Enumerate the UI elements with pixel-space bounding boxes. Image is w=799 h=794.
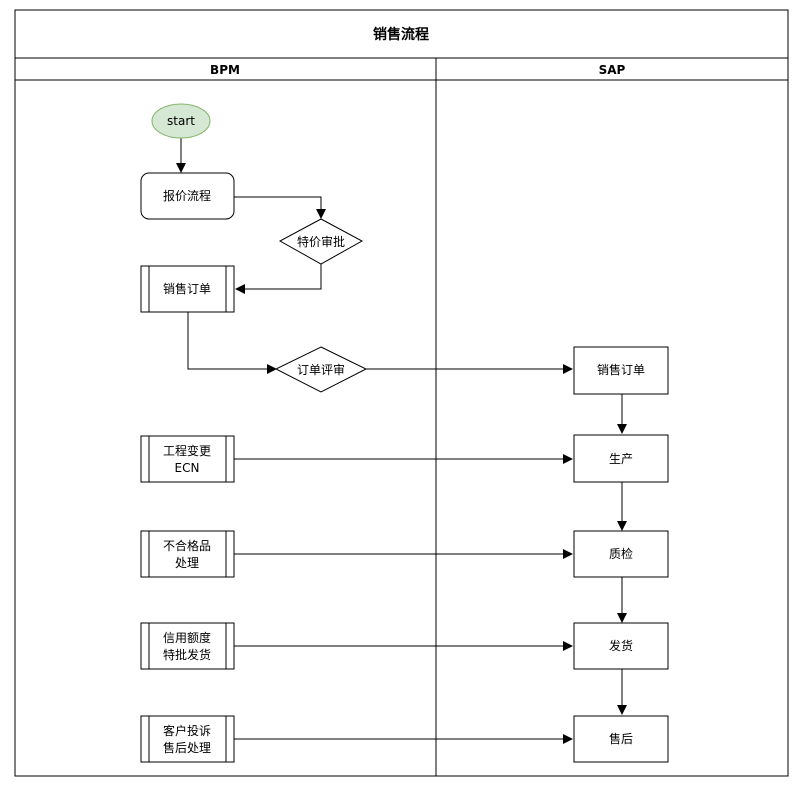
- credit-approval-node: 信用额度 特批发货: [140, 622, 235, 670]
- start-node: start: [151, 103, 211, 139]
- production-label: 生产: [609, 452, 633, 466]
- bpm-sales-order-label: 销售订单: [163, 281, 211, 296]
- lane-label-sap: SAP: [599, 63, 626, 77]
- lane-label-bpm: BPM: [210, 63, 240, 77]
- complaint-label-line1: 客户投诉: [163, 723, 211, 738]
- credit-approval-label-line2: 特批发货: [163, 647, 211, 662]
- special-price-decision: 特价审批: [278, 218, 364, 265]
- edge-sales-order-to-review: [187, 312, 277, 374]
- order-review-label: 订单评审: [297, 362, 345, 377]
- shipping-node: 发货: [573, 622, 669, 670]
- sap-sales-order-node: 销售订单: [573, 346, 669, 395]
- ecn-label-line2: ECN: [175, 461, 200, 475]
- ecn-label-line1: 工程变更: [163, 443, 211, 458]
- sap-sales-order-label: 销售订单: [597, 362, 645, 377]
- diagram-title: 销售流程: [373, 26, 429, 43]
- shipping-label: 发货: [609, 638, 633, 653]
- order-review-decision: 订单评审: [274, 346, 368, 393]
- production-node: 生产: [573, 434, 669, 483]
- quote-process-label: 报价流程: [163, 188, 211, 203]
- complaint-node: 客户投诉 售后处理: [140, 715, 235, 763]
- edge-special-price-to-sales-order: [235, 264, 322, 294]
- nonconforming-node: 不合格品 处理: [140, 530, 235, 578]
- quality-node: 质检: [573, 530, 669, 578]
- complaint-label-line2: 售后处理: [163, 740, 211, 755]
- nonconforming-label-line2: 处理: [175, 556, 199, 570]
- after-sales-label: 售后: [609, 731, 633, 746]
- credit-approval-label-line1: 信用额度: [163, 630, 211, 645]
- quote-process-node: 报价流程: [140, 172, 235, 220]
- special-price-label: 特价审批: [297, 234, 345, 249]
- quality-label: 质检: [609, 546, 633, 561]
- start-label: start: [167, 114, 195, 128]
- bpm-sales-order-node: 销售订单: [140, 265, 235, 313]
- after-sales-node: 售后: [573, 715, 669, 763]
- edge-quote-to-special-price: [234, 196, 326, 219]
- nonconforming-label-line1: 不合格品: [163, 538, 211, 553]
- ecn-node: 工程变更 ECN: [140, 435, 235, 483]
- pool-frame: [14, 9, 789, 777]
- connectors: [176, 138, 627, 744]
